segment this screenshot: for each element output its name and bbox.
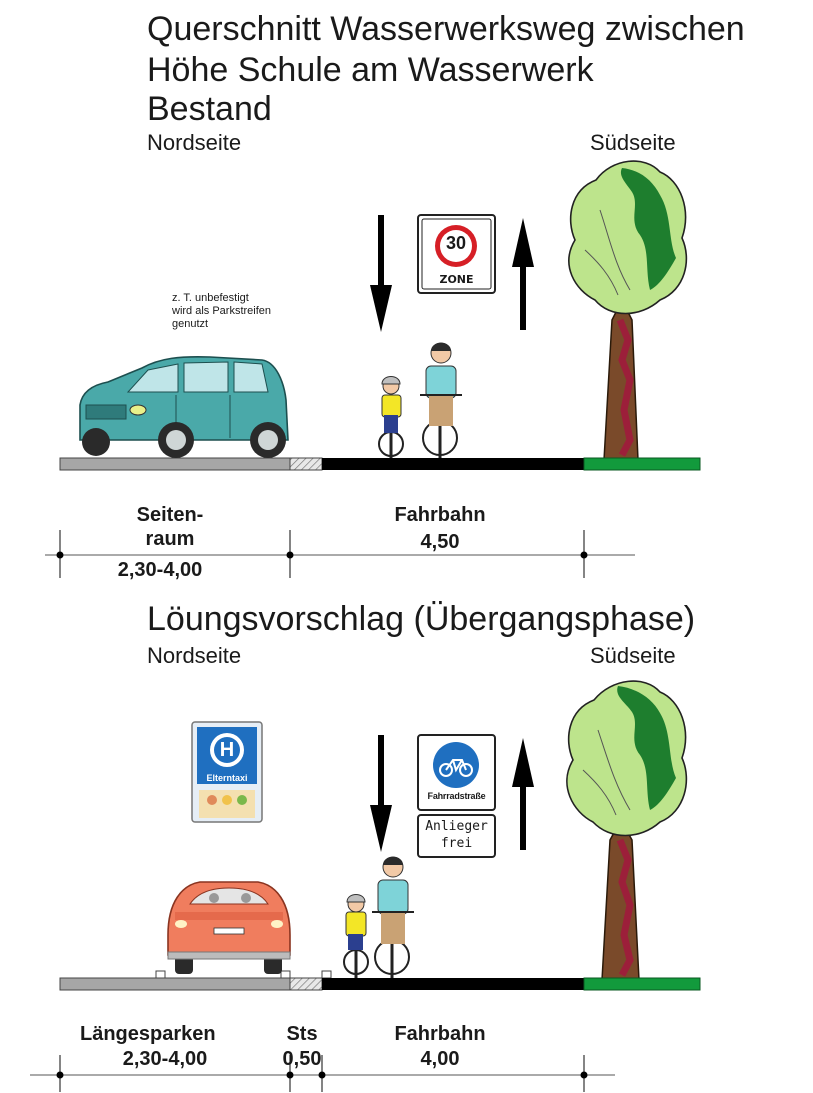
parking-note-line-3: genutzt	[172, 318, 209, 330]
solution-heading: Löungsvorschlag (Übergangsphase)	[147, 600, 696, 638]
dim-label-fahrbahn-2: Fahrbahn	[394, 1023, 486, 1045]
child-cyclist-icon	[343, 894, 369, 978]
safety-strip	[289, 977, 323, 991]
sidewalk-strip	[59, 457, 291, 471]
parking-strip	[59, 977, 291, 991]
road-strip	[322, 978, 584, 990]
curb-strip	[289, 457, 323, 471]
speed-sign-zone: ZONE	[439, 273, 474, 286]
speed-sign-number: 30	[445, 233, 467, 253]
arrow-down-icon	[370, 215, 392, 332]
road-strip	[322, 458, 584, 470]
north-label-2: Nordseite	[147, 643, 242, 668]
parking-note-line-1: z. T. unbefestigt	[172, 292, 249, 304]
dim-value-seitenraum: 2,30-4,00	[117, 559, 203, 581]
bike-street-sign-text: Fahrradstraße	[427, 791, 486, 801]
parking-note: z. T. unbefestigt wird als Parkstreifen …	[172, 292, 271, 331]
dim-label-seitenraum-line-1: Seiten-	[136, 504, 204, 526]
north-label-1: Nordseite	[147, 130, 242, 155]
dimension-line-1	[45, 530, 635, 578]
residents-permitted-sign-icon	[417, 814, 496, 858]
bollard	[321, 970, 332, 979]
bollard	[280, 970, 291, 979]
arrow-up-icon	[512, 738, 534, 850]
dim-label-laengsparken: Längesparken	[80, 1023, 216, 1045]
school-sign-letter: H	[219, 739, 235, 761]
bicycle-street-sign-icon	[417, 734, 496, 811]
dimension-line-2	[30, 1055, 615, 1092]
dim-label-seitenraum: Seiten- raum	[110, 503, 230, 551]
grass-strip	[583, 457, 701, 471]
car-icon	[167, 881, 291, 974]
school-sign-text: Elterntaxi	[206, 773, 248, 783]
title-line-2: Höhe Schule am Wasserwerk	[147, 51, 594, 89]
elterntaxi-sign-icon	[191, 721, 263, 823]
arrow-down-icon	[370, 735, 392, 852]
speed-zone-sign-icon	[417, 214, 496, 294]
south-label-1: Südseite	[590, 130, 676, 155]
adult-cyclist-icon	[372, 856, 414, 978]
adult-cyclist-icon	[420, 342, 462, 458]
parking-note-line-2: wird als Parkstreifen	[172, 305, 272, 317]
grass-strip	[583, 977, 701, 991]
bollard	[155, 970, 166, 979]
tree-icon	[566, 680, 688, 981]
dim-value-sts: 0,50	[282, 1048, 322, 1070]
dim-value-fahrbahn-2: 4,00	[420, 1048, 460, 1070]
dim-label-seitenraum-line-2: raum	[145, 528, 195, 550]
anlieger-sign-text: Anlieger frei	[418, 818, 495, 852]
dim-value-laengsparken: 2,30-4,00	[122, 1048, 208, 1070]
south-label-2: Südseite	[590, 643, 676, 668]
child-cyclist-icon	[378, 376, 404, 458]
car-icon	[79, 355, 289, 458]
anlieger-sign-line-1: Anlieger	[425, 819, 488, 834]
dim-label-fahrbahn-1: Fahrbahn	[394, 504, 486, 526]
dim-label-sts: Sts	[286, 1023, 318, 1045]
title-line-3: Bestand	[147, 90, 272, 128]
arrow-up-icon	[512, 218, 534, 330]
tree-icon	[568, 160, 688, 461]
anlieger-sign-line-2: frei	[440, 836, 473, 851]
title-line-1: Querschnitt Wasserwerksweg zwischen	[147, 10, 745, 48]
dim-value-fahrbahn-1: 4,50	[420, 531, 460, 553]
